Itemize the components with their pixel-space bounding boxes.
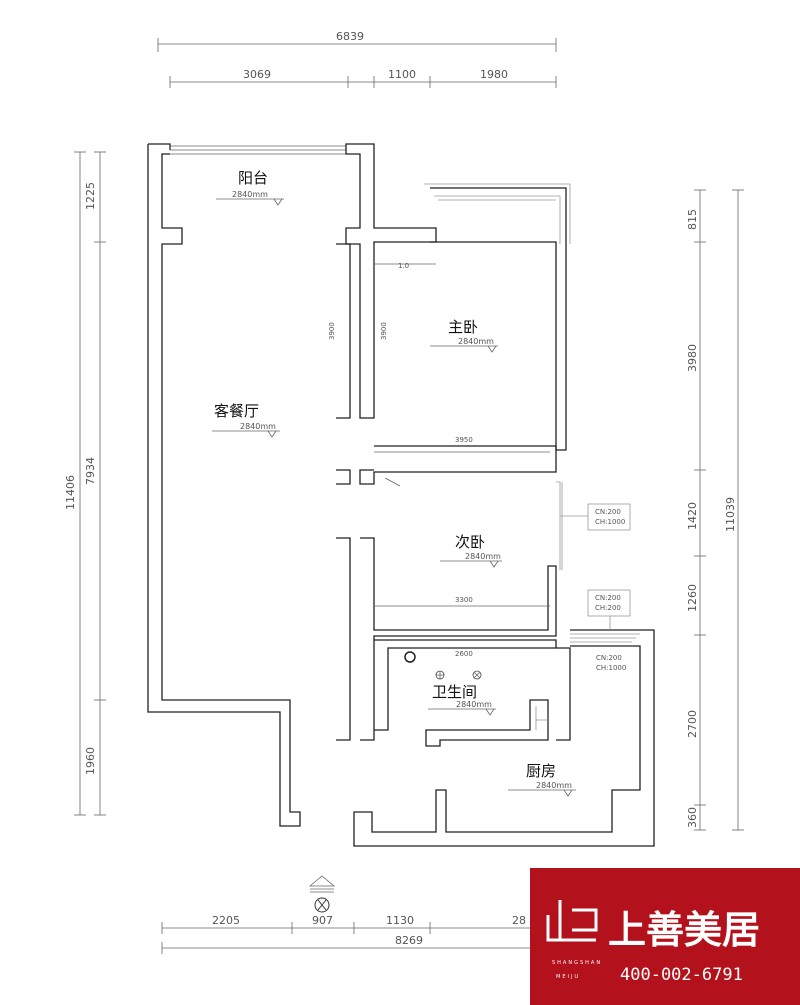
- annotations: 1.0 3900 3900 3950 3300 2600 CN:200 CH:1…: [328, 262, 631, 680]
- brand-badge: 上善美居 SHANGSHAN MEIJU 400-002-6791: [530, 868, 800, 1005]
- walls: [147, 143, 655, 847]
- left-dimensions: 11406 1225 7934 1960: [64, 151, 106, 816]
- brand-pinyin-1: SHANGSHAN: [552, 960, 602, 966]
- dim-bottom-seg1: 2205: [212, 914, 240, 927]
- box3-line2: CH:1000: [596, 664, 626, 672]
- annotation-box-1: CN:200 CH:1000: [560, 503, 631, 531]
- room-second-bedroom: 次卧 2840mm: [440, 533, 502, 568]
- dim-right-total: 11039: [724, 497, 737, 532]
- room-balcony: 阳台 2840mm: [216, 169, 284, 206]
- brand-background: [530, 868, 800, 1005]
- dim-bottom-total: 8269: [395, 934, 423, 947]
- bath-wall-label: 2600: [455, 650, 473, 658]
- dim-left-seg2: 7934: [84, 457, 97, 485]
- brand-logo-icon: [546, 900, 598, 942]
- dim-left-seg1: 1225: [84, 182, 97, 210]
- room-living-dining: 客餐厅 2840mm: [212, 402, 280, 438]
- box2-line2: CH:200: [595, 604, 621, 612]
- room-bathroom-name: 卫生间: [432, 683, 477, 701]
- box3-line1: CN:200: [596, 654, 622, 662]
- room-balcony-name: 阳台: [238, 169, 268, 187]
- dim-top-seg2: 1100: [388, 68, 416, 81]
- room-master-bedroom: 主卧 2840mm: [430, 318, 498, 353]
- annotation-box-3: CN:200 CH:1000: [596, 654, 626, 672]
- dim-right-seg5: 2700: [686, 710, 699, 738]
- room-master-level: 2840mm: [458, 337, 494, 346]
- dim-top-seg3: 1980: [480, 68, 508, 81]
- right-dimensions: 815 3980 1420 1260 2700 360 11039: [686, 189, 744, 831]
- dim-bottom-seg2: 907: [312, 914, 333, 927]
- room-second-level: 2840mm: [465, 552, 501, 561]
- floor-drain-icon: [404, 651, 416, 663]
- brand-pinyin-2: MEIJU: [556, 974, 580, 980]
- room-balcony-level: 2840mm: [232, 190, 268, 199]
- box1-line1: CN:200: [595, 508, 621, 516]
- room-bathroom: 卫生间 2840mm: [428, 683, 496, 716]
- wall-left-b-label: 3900: [380, 322, 388, 340]
- brand-phone: 400-002-6791: [620, 965, 743, 985]
- dim-left-total: 11406: [64, 475, 77, 510]
- shower-icon: [472, 670, 482, 680]
- room-kitchen-level: 2840mm: [536, 781, 572, 790]
- dim-bottom-seg3: 1130: [386, 914, 414, 927]
- brand-name: 上善美居: [608, 908, 760, 952]
- dim-bottom-seg4: 28: [512, 914, 526, 927]
- master-wall-label: 3950: [455, 436, 473, 444]
- box2-line1: CN:200: [595, 594, 621, 602]
- dim-top-total: 6839: [336, 30, 364, 43]
- master-door-label: 1.0: [398, 262, 409, 270]
- room-living-level: 2840mm: [240, 422, 276, 431]
- wall-left-a-label: 3900: [328, 322, 336, 340]
- room-kitchen-name: 厨房: [526, 762, 556, 780]
- dim-right-seg2: 3980: [686, 344, 699, 372]
- dim-right-seg3: 1420: [686, 502, 699, 530]
- dim-right-seg6: 360: [686, 807, 699, 828]
- room-kitchen: 厨房 2840mm: [508, 762, 576, 797]
- second-wall-label: 3300: [455, 596, 473, 604]
- dim-left-seg3: 1960: [84, 747, 97, 775]
- top-dimensions: 6839 3069 1100 1980: [157, 30, 557, 88]
- room-living-name: 客餐厅: [214, 402, 259, 420]
- annotation-box-2: CN:200 CH:200: [587, 589, 631, 630]
- room-second-name: 次卧: [455, 533, 485, 551]
- dim-right-seg1: 815: [686, 209, 699, 230]
- entrance-marker-icon: [308, 875, 336, 913]
- bottom-dimensions: 2205 907 1130 28 8269: [161, 914, 556, 954]
- room-bathroom-level: 2840mm: [456, 700, 492, 709]
- room-master-name: 主卧: [448, 318, 478, 336]
- box1-line2: CH:1000: [595, 518, 625, 526]
- dim-top-seg1: 3069: [243, 68, 271, 81]
- dim-right-seg4: 1260: [686, 584, 699, 612]
